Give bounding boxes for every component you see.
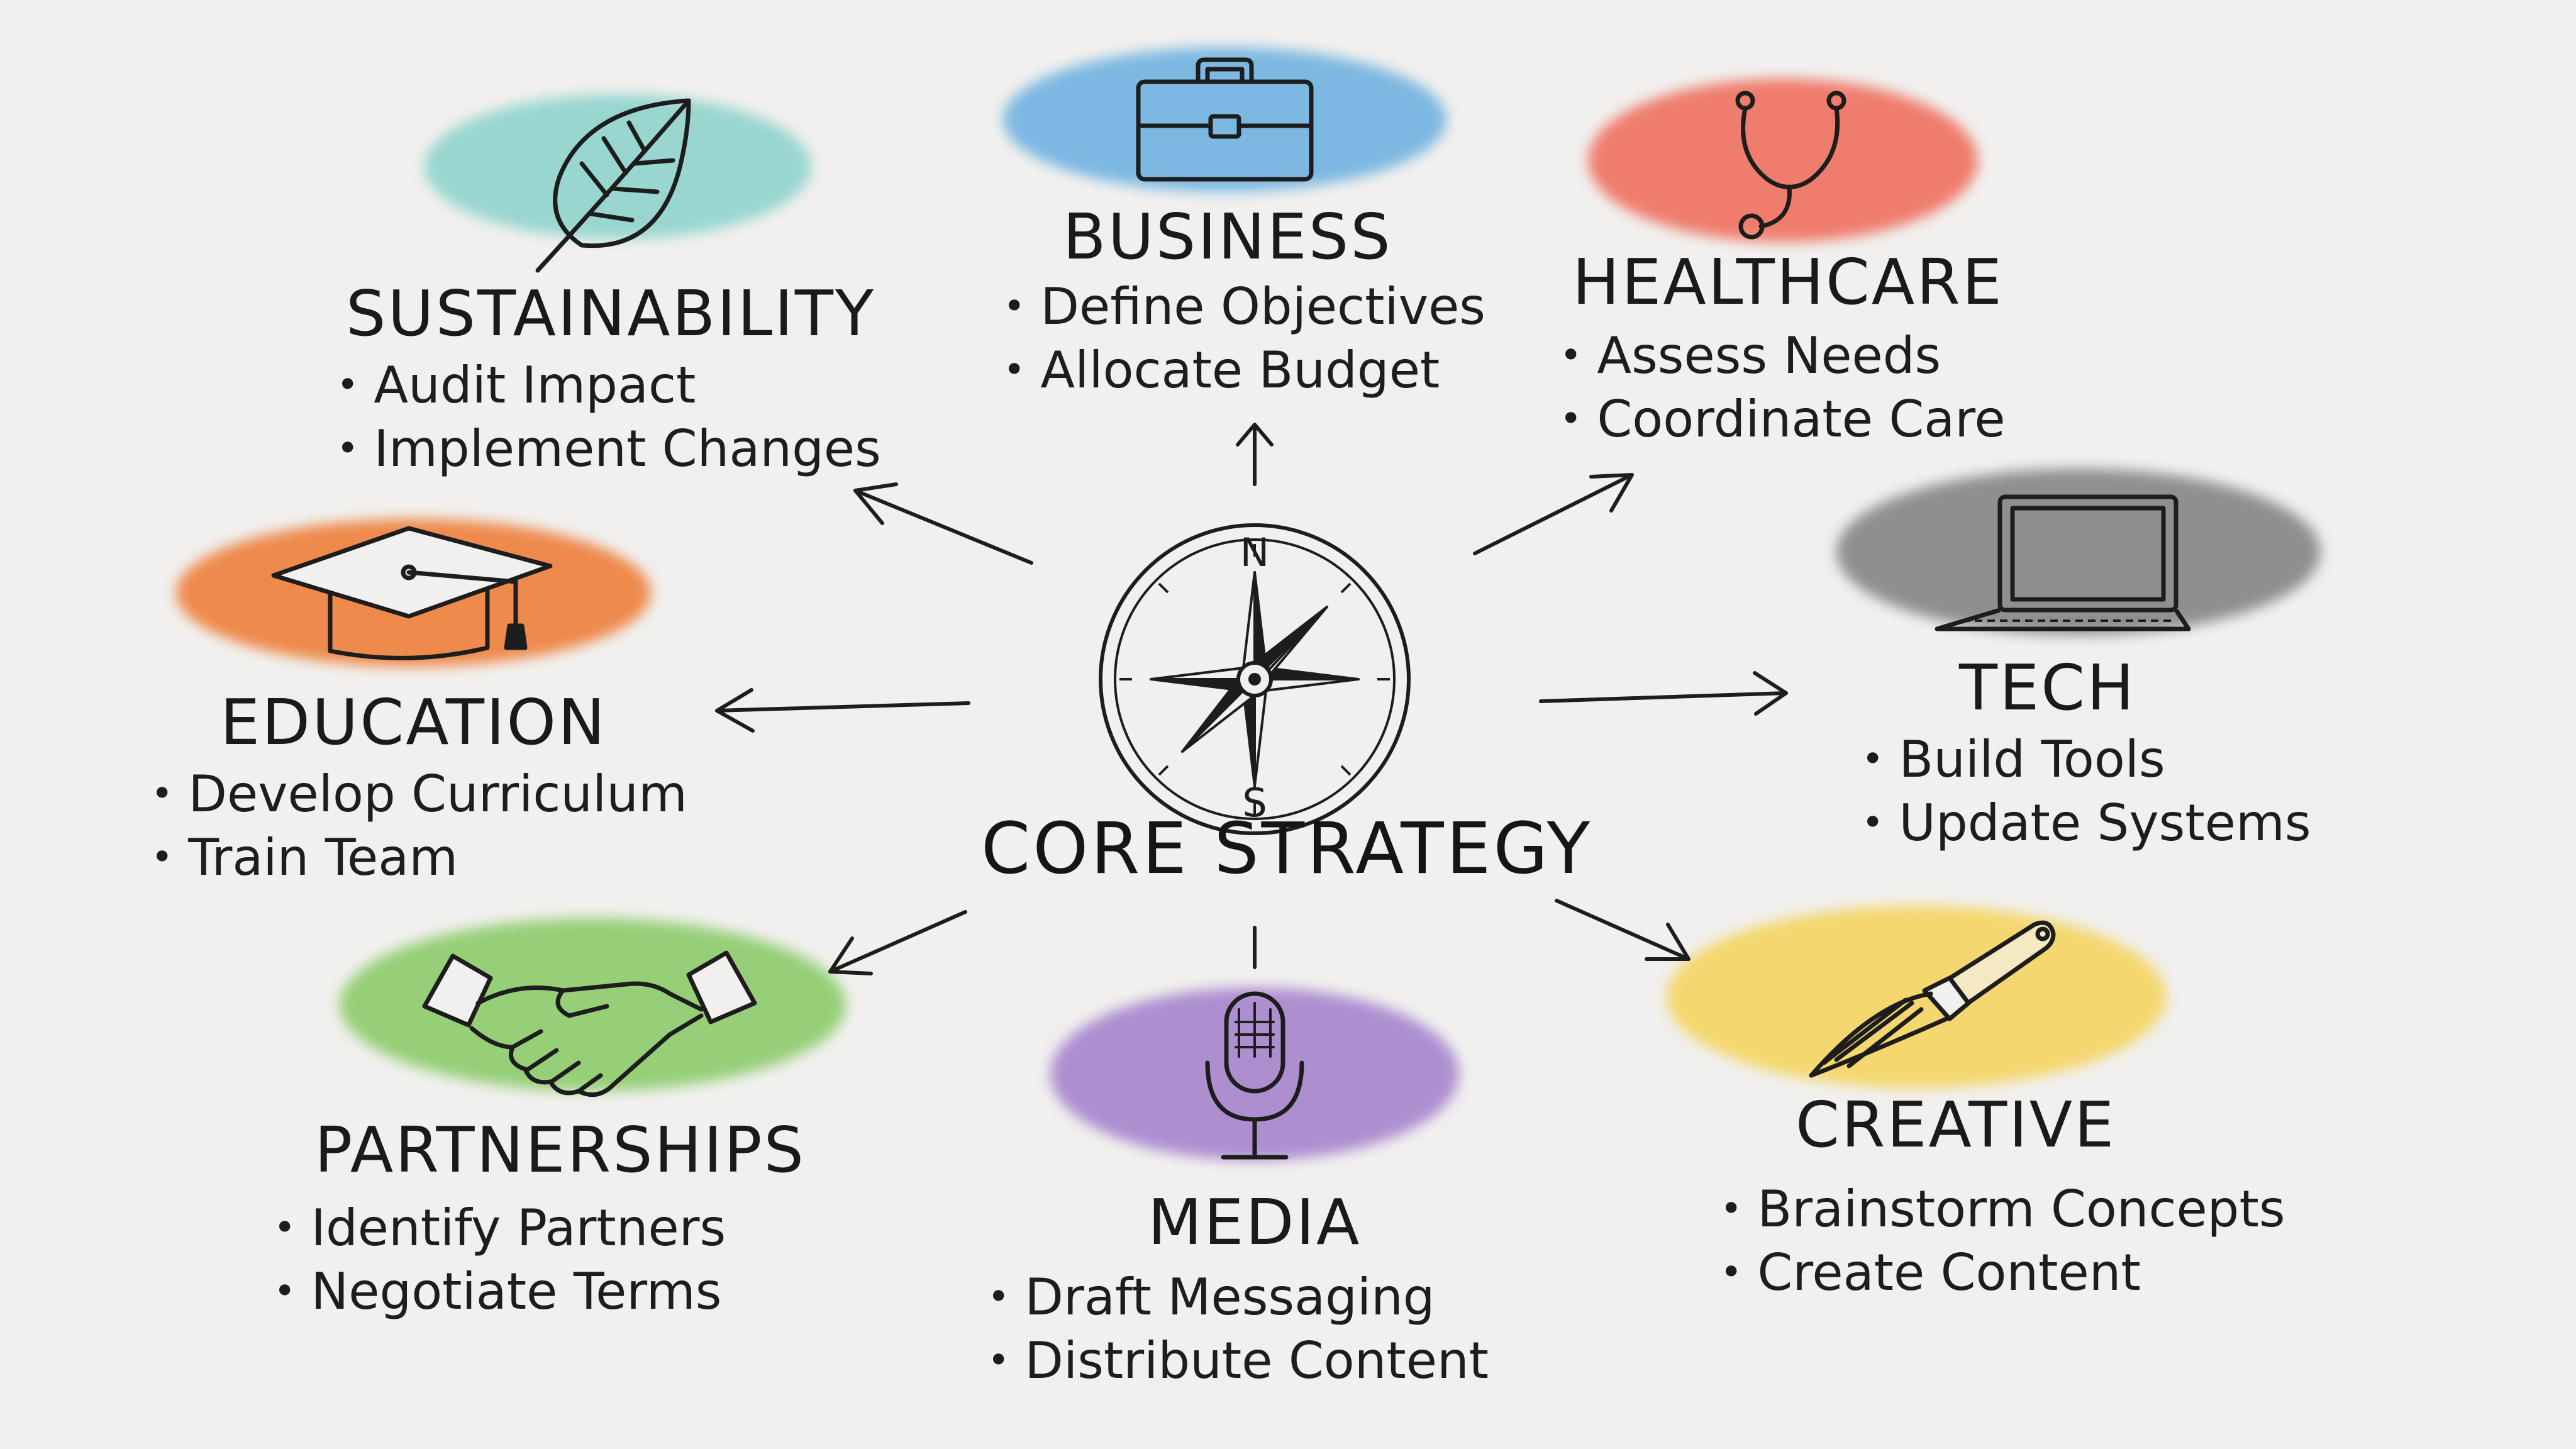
arrow-to-education bbox=[715, 688, 970, 733]
list-item: Update Systems bbox=[1862, 793, 2311, 857]
compass-south-label: S bbox=[1242, 780, 1267, 826]
briefcase-icon bbox=[1132, 53, 1318, 186]
compass-icon: N S bbox=[1091, 516, 1418, 843]
education-bullet-list: Develop Curriculum Train Team bbox=[151, 764, 687, 891]
arrow-to-tech bbox=[1539, 671, 1788, 716]
list-item: Negotiate Terms bbox=[274, 1262, 726, 1325]
tech-title: TECH bbox=[1959, 651, 2136, 724]
laptop-icon bbox=[1924, 491, 2195, 645]
list-item: Create Content bbox=[1720, 1243, 2285, 1306]
arrow-to-partnerships bbox=[828, 910, 967, 975]
handshake-icon bbox=[418, 947, 761, 1107]
creative-bullet-list: Brainstorm Concepts Create Content bbox=[1720, 1179, 2285, 1306]
education-title: EDUCATION bbox=[220, 686, 607, 759]
stethoscope-icon bbox=[1711, 85, 1855, 242]
media-title: MEDIA bbox=[1148, 1185, 1362, 1259]
business-title: BUSINESS bbox=[1063, 200, 1392, 274]
sustainability-title: SUSTAINABILITY bbox=[346, 277, 876, 350]
list-item: Coordinate Care bbox=[1560, 389, 2005, 453]
partnerships-title: PARTNERSHIPS bbox=[314, 1113, 806, 1187]
list-item: Assess Needs bbox=[1560, 326, 2006, 389]
healthcare-bullet-list: Assess Needs Coordinate Care bbox=[1560, 326, 2006, 453]
list-item: Implement Changes bbox=[336, 419, 880, 482]
tech-bullet-list: Build Tools Update Systems bbox=[1862, 730, 2311, 857]
list-item: Identify Partners bbox=[274, 1198, 726, 1262]
arrow-to-healthcare bbox=[1473, 473, 1634, 555]
creative-title: CREATIVE bbox=[1796, 1088, 2116, 1162]
paintbrush-icon bbox=[1799, 909, 2063, 1085]
arrow-to-business bbox=[1236, 423, 1274, 486]
list-item: Draft Messaging bbox=[987, 1267, 1489, 1331]
sustainability-bullet-list: Audit Impact Implement Changes bbox=[336, 355, 881, 482]
list-item: Audit Impact bbox=[336, 355, 881, 419]
list-item: Distribute Content bbox=[987, 1331, 1489, 1394]
partnerships-bullet-list: Identify Partners Negotiate Terms bbox=[274, 1198, 726, 1325]
arrow-to-creative bbox=[1555, 899, 1690, 961]
arrow-to-sustainability bbox=[853, 482, 1033, 565]
list-item: Brainstorm Concepts bbox=[1720, 1179, 2285, 1243]
list-item: Develop Curriculum bbox=[151, 764, 687, 828]
list-item: Train Team bbox=[151, 828, 687, 891]
leaf-icon bbox=[531, 94, 695, 277]
healthcare-title: HEALTHCARE bbox=[1572, 245, 2004, 319]
media-bullet-list: Draft Messaging Distribute Content bbox=[987, 1267, 1489, 1394]
business-bullet-list: Define Objectives Allocate Budget bbox=[1003, 277, 1485, 404]
list-item: Build Tools bbox=[1862, 730, 2311, 793]
core-strategy-title: CORE STRATEGY bbox=[981, 808, 1593, 890]
graduation-cap-icon bbox=[267, 522, 557, 663]
compass-north-label: N bbox=[1240, 530, 1269, 575]
list-item: Define Objectives bbox=[1003, 277, 1485, 340]
list-item: Allocate Budget bbox=[1003, 340, 1485, 404]
microphone-icon bbox=[1195, 987, 1314, 1173]
